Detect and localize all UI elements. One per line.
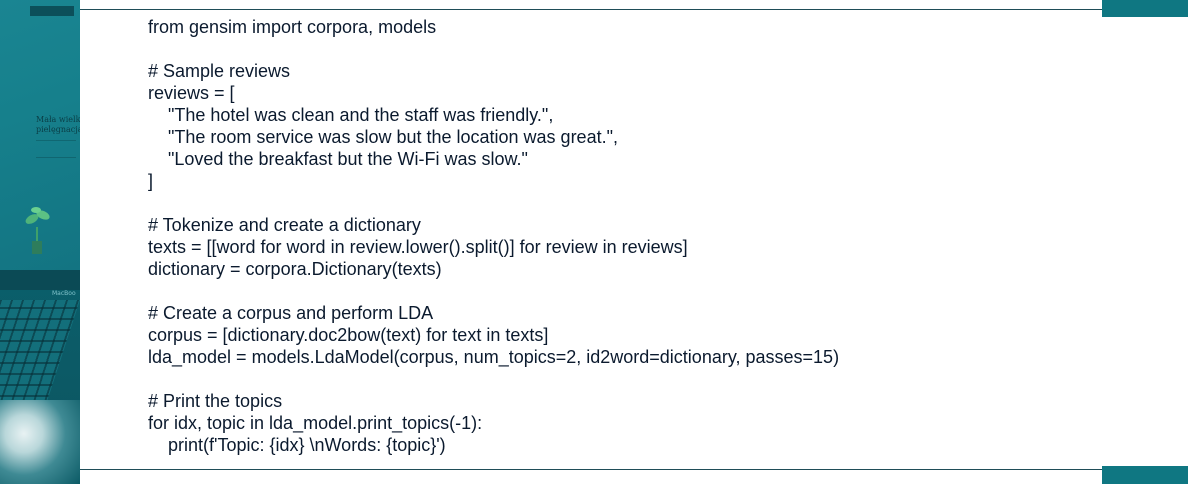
bottom-divider [80,469,1180,470]
code-line: "Loved the breakfast but the Wi-Fi was s… [168,149,528,169]
code-line: corpus = [dictionary.doc2bow(text) for t… [148,325,549,345]
code-comment: # Sample reviews [148,61,291,81]
screen-heading-text: Mała wielka pielęgnacja [36,115,80,135]
screen-body-lines [36,140,76,158]
hand-highlight [0,400,80,484]
code-comment: # Print the topics [148,391,283,411]
plant-icon [25,207,50,254]
code-line: reviews = [ [148,83,235,103]
code-line: "The room service was slow but the locat… [168,127,618,147]
screen-header-bar [30,6,74,16]
screen-heading-line-2: pielęgnacja [36,125,80,134]
code-comment: # Create a corpus and perform LDA [148,303,434,323]
screen-heading-line-1: Mała wielka [36,115,80,124]
code-blank-line [148,280,1148,302]
laptop-brand-label: MacBoo [52,290,76,297]
code-block: from gensim import corpora, models # Sam… [148,16,1148,456]
code-line: from gensim import corpora, models [148,17,437,37]
code-line: for idx, topic in lda_model.print_topics… [148,413,483,433]
code-line: texts = [[word for word in review.lower(… [148,237,688,257]
code-line: print(f'Topic: {idx} \nWords: {topic}') [168,435,446,455]
laptop-screen [0,0,80,270]
code-blank-line [148,38,1148,60]
code-blank-line [148,368,1148,390]
code-line: lda_model = models.LdaModel(corpus, num_… [148,347,840,367]
laptop-photo-strip: Mała wielka pielęgnacja MacBoo [0,0,80,484]
code-line: "The hotel was clean and the staff was f… [168,105,554,125]
bottom-accent-tab [1102,466,1188,484]
laptop-hinge [0,270,80,290]
top-divider [80,9,1180,10]
top-accent-tab [1102,0,1188,17]
code-line: ] [148,171,154,191]
code-blank-line [148,192,1148,214]
code-comment: # Tokenize and create a dictionary [148,215,421,235]
code-line: dictionary = corpora.Dictionary(texts) [148,259,442,279]
